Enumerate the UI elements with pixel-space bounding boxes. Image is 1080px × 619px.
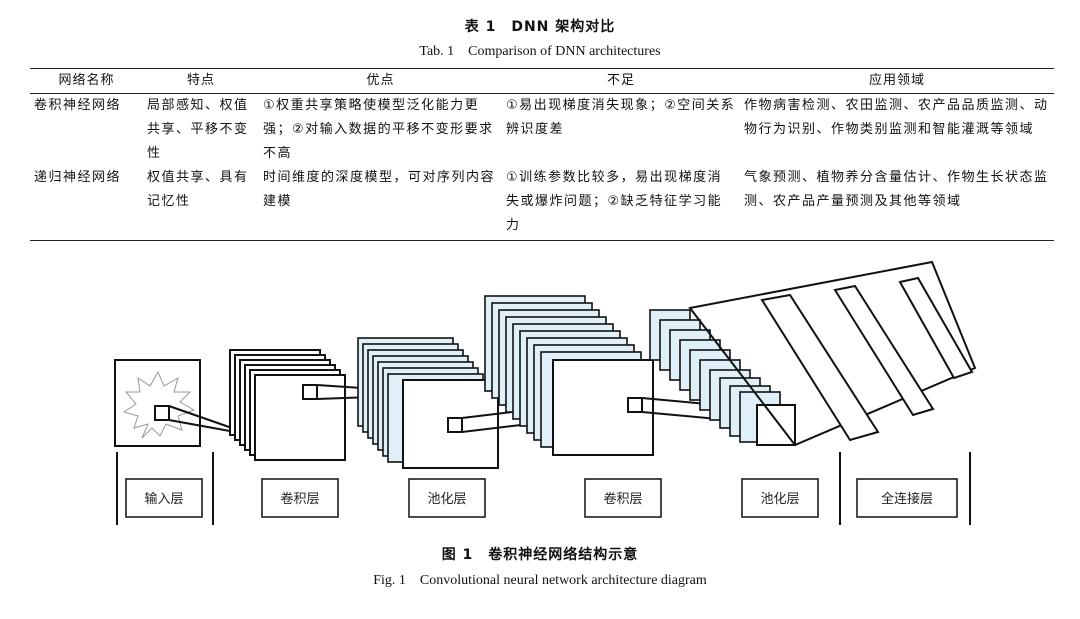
cell-disadvantages: ①易出现梯度消失现象；②空间关系辨识度差 <box>506 98 736 137</box>
header-disadvantages: 不足 <box>502 68 740 94</box>
figure-title-en: Fig. 1 Convolutional neural network arch… <box>373 573 707 588</box>
header-features: 特点 <box>143 68 259 94</box>
pool-layer-2-maps <box>649 309 796 446</box>
table-title-cn: 表 1 DNN 架构对比 <box>464 19 616 35</box>
label-pool-layer-1: 池化层 <box>427 492 466 507</box>
cell-name: 递归神经网络 <box>30 166 143 241</box>
leaf-icon <box>122 370 196 439</box>
label-conv-layer-2: 卷积层 <box>603 491 642 507</box>
fully-connected-block <box>688 260 977 447</box>
layer-label-fc: 全连接层 <box>856 478 958 518</box>
comparison-table: 网络名称 特点 优点 不足 应用领域 卷积神经网络 局部感知、权值共享、平移不变… <box>30 68 1054 241</box>
cell-disadvantages: ①训练参数比较多，易出现梯度消失或爆炸问题；②缺乏特征学习能力 <box>502 166 740 241</box>
cnn-architecture-diagram: 输入层 卷积层 池化层 卷积层 池化层 全连接层 <box>114 260 977 525</box>
layer-label-conv2: 卷积层 <box>584 478 662 518</box>
input-image <box>114 359 201 447</box>
label-conv-layer-1: 卷积层 <box>280 491 319 507</box>
layer-separators <box>116 452 971 525</box>
table-row: 递归神经网络 权值共享、具有记忆性 时间维度的深度模型，可对序列内容建模 ①训练… <box>30 166 1054 241</box>
conv-layer-1-maps <box>229 349 346 461</box>
figure-title-cn: 图 1 卷积神经网络结构示意 <box>441 547 639 563</box>
layer-label-pool1: 池化层 <box>408 478 486 518</box>
table-header-row: 网络名称 特点 优点 不足 应用领域 <box>30 68 1054 94</box>
cell-features: 权值共享、具有记忆性 <box>143 166 259 241</box>
label-fully-connected-layer: 全连接层 <box>881 491 933 507</box>
cell-advantages: ①权重共享策略使模型泛化能力更强；②对输入数据的平移不变形要求不高 <box>263 98 494 161</box>
cell-applications: 气象预测、植物养分含量估计、作物生长状态监测、农产品产量预测及其他等领域 <box>740 166 1054 241</box>
table-title-en: Tab. 1 Comparison of DNN architectures <box>419 44 661 59</box>
cell-applications: 作物病害检测、农田监测、农产品品质监测、动物行为识别、作物类别监测和智能灌溉等领… <box>744 98 1049 137</box>
label-pool-layer-2: 池化层 <box>760 492 799 507</box>
layer-label-pool2: 池化层 <box>741 478 819 518</box>
cell-advantages: 时间维度的深度模型，可对序列内容建模 <box>259 166 502 241</box>
layer-label-conv1: 卷积层 <box>261 478 339 518</box>
conv-layer-2-maps <box>484 295 654 456</box>
cell-name: 卷积神经网络 <box>34 98 122 113</box>
header-applications: 应用领域 <box>740 68 1054 94</box>
cell-features: 局部感知、权值共享、平移不变性 <box>147 98 249 161</box>
label-input-layer: 输入层 <box>144 491 183 507</box>
header-advantages: 优点 <box>259 68 502 94</box>
layer-label-input: 输入层 <box>125 478 203 518</box>
pool-layer-1-maps <box>357 337 499 469</box>
header-network-name: 网络名称 <box>30 68 143 94</box>
table-row: 卷积神经网络 局部感知、权值共享、平移不变性 ①权重共享策略使模型泛化能力更强；… <box>30 94 1054 167</box>
